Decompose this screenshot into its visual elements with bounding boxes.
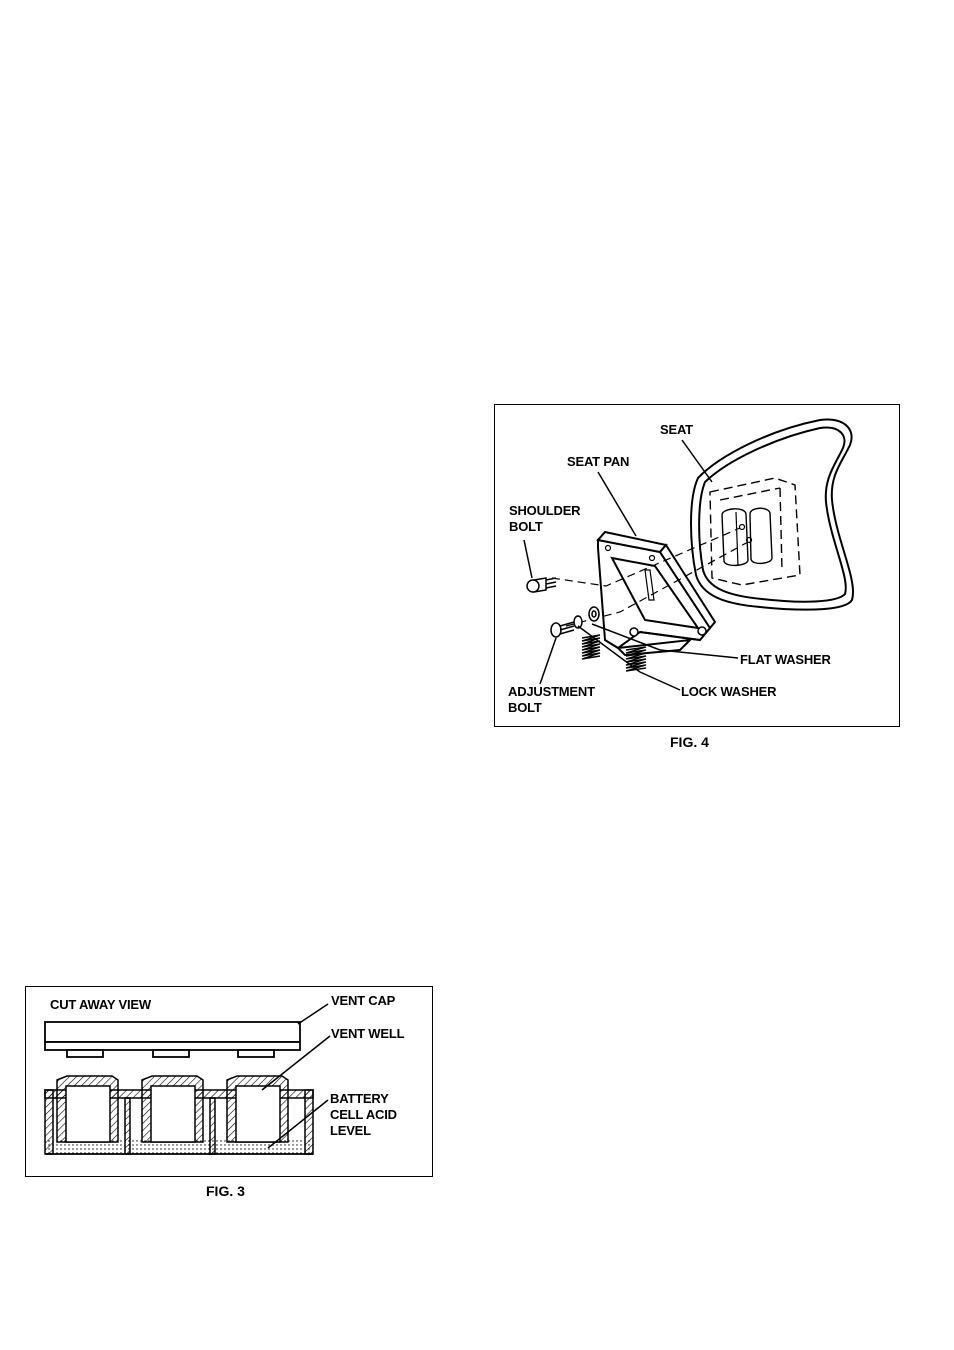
battery-walls (45, 1076, 313, 1154)
label-vent-well: VENT WELL (331, 1026, 404, 1042)
vent-cap (45, 1022, 300, 1057)
label-cut-away-view: CUT AWAY VIEW (50, 997, 151, 1013)
label-battery-line3: LEVEL (330, 1123, 371, 1139)
label-battery-line2: CELL ACID (330, 1107, 397, 1123)
fig3-caption: FIG. 3 (206, 1183, 245, 1199)
label-vent-cap: VENT CAP (331, 993, 395, 1009)
label-battery-line1: BATTERY (330, 1091, 389, 1107)
